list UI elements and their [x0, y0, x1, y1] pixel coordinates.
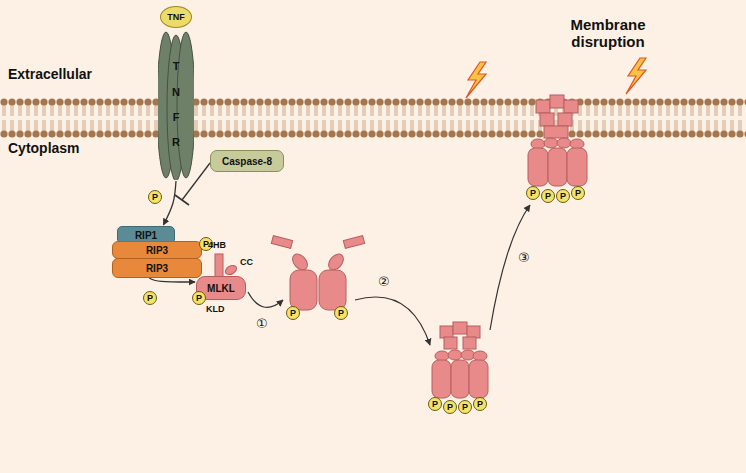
phospho-circle: P — [556, 189, 570, 203]
kinase-box: RIP3 — [112, 258, 202, 278]
mlkl-oligomer — [432, 322, 488, 398]
phospho-circle: P — [148, 190, 162, 204]
phospho-label: P — [196, 293, 202, 303]
node-label: TNFR — [171, 54, 182, 155]
phospho-circle: P — [473, 397, 487, 411]
phospho-label: P — [147, 293, 153, 303]
receptor-shape — [158, 30, 194, 180]
phospho-label: P — [152, 192, 158, 202]
phospho-circle: P — [192, 291, 206, 305]
node-label: Caspase-8 — [222, 156, 272, 167]
membrane — [0, 98, 746, 138]
node-label: RIP3 — [146, 263, 168, 274]
region-label: CC — [240, 257, 253, 267]
arrow-connector — [163, 181, 176, 225]
phospho-circle: P — [286, 306, 300, 320]
receptor: TNFR — [158, 30, 194, 180]
node-label: TNF — [167, 12, 185, 22]
phospho-label: P — [338, 308, 344, 318]
callout-number: ③ — [518, 250, 530, 265]
phospho-label: P — [290, 308, 296, 318]
phospho-circle: P — [443, 400, 457, 414]
arrow-connector — [150, 279, 195, 282]
phospho-circle: P — [526, 186, 540, 200]
region-label: Cytoplasm — [8, 140, 80, 156]
phospho-circle: P — [428, 397, 442, 411]
step-arrow — [490, 205, 530, 330]
inhibition-bar — [175, 195, 189, 205]
phospho-label: P — [477, 399, 483, 409]
enzyme-box: Caspase-8 — [210, 150, 284, 172]
lightning — [466, 62, 486, 98]
node-label: RIP1 — [135, 230, 157, 241]
phospho-circle: P — [541, 189, 555, 203]
phospho-circle: P — [458, 400, 472, 414]
region-label: Extracellular — [8, 66, 92, 82]
region-label: Membrane disruption — [560, 16, 656, 50]
node-label: MLKL — [207, 283, 235, 294]
phospho-label: P — [447, 402, 453, 412]
mlkl-dimer — [271, 236, 364, 310]
lightning — [626, 58, 646, 94]
phospho-label: P — [545, 191, 551, 201]
cc-domain — [224, 264, 238, 277]
phospho-label: P — [462, 402, 468, 412]
mlkl-pore — [528, 95, 587, 186]
phospho-circle: P — [334, 306, 348, 320]
phospho-circle: P — [571, 186, 585, 200]
step-arrow — [248, 292, 283, 307]
phospho-circle: P — [143, 291, 157, 305]
kinase-box: RIP3 — [112, 241, 202, 259]
phospho-label: P — [560, 191, 566, 201]
step-arrow — [355, 297, 430, 345]
region-label: 4HB — [208, 240, 226, 250]
ligand: TNF — [160, 6, 192, 28]
phospho-label: P — [530, 188, 536, 198]
phospho-label: P — [575, 188, 581, 198]
node-label: RIP3 — [146, 245, 168, 256]
callout-number: ① — [256, 316, 268, 331]
callout-number: ② — [378, 274, 390, 289]
phospho-label: P — [432, 399, 438, 409]
region-label: KLD — [206, 304, 225, 314]
